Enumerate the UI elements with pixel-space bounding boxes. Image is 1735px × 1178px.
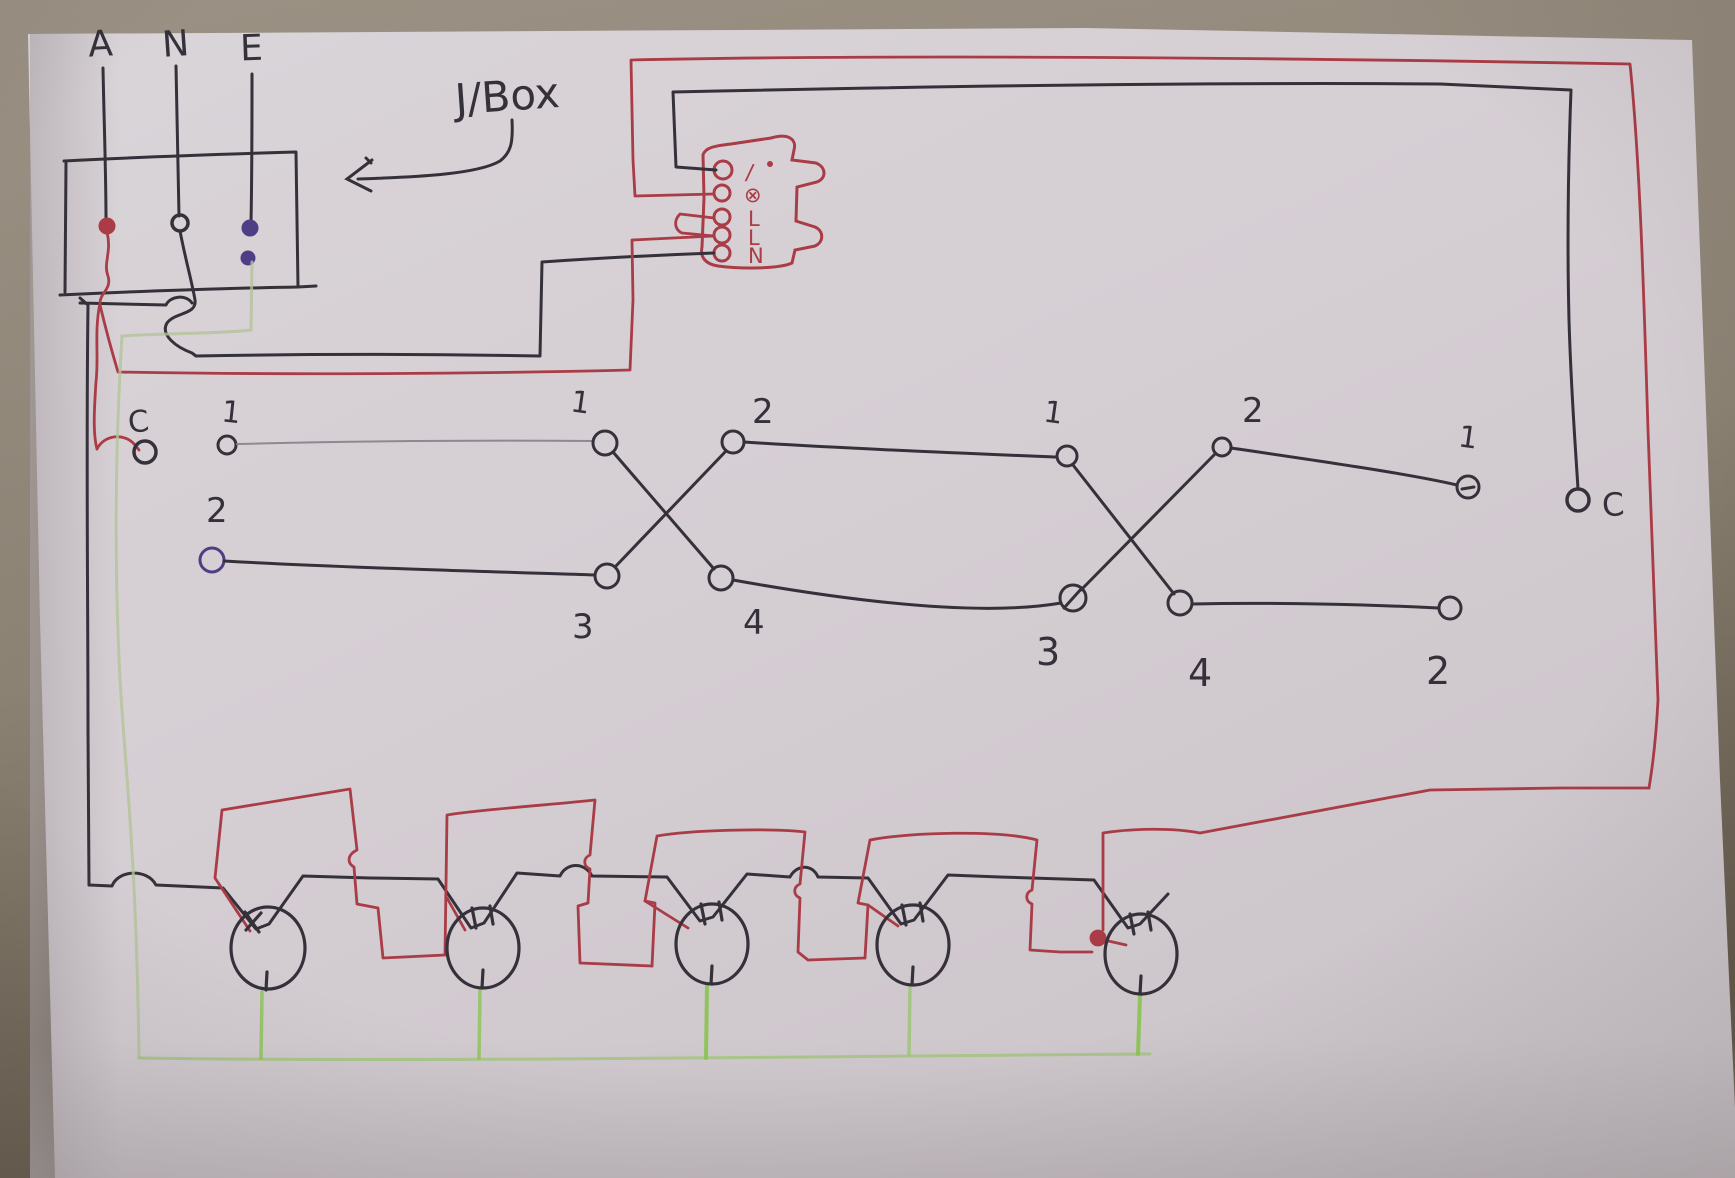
wiring-diagram-svg: A N E J/Box ∕ ⊗ L L: [0, 0, 1735, 1178]
photo-of-wiring-diagram: A N E J/Box ∕ ⊗ L L: [0, 0, 1735, 1178]
photo-vignette: [0, 0, 1735, 1178]
